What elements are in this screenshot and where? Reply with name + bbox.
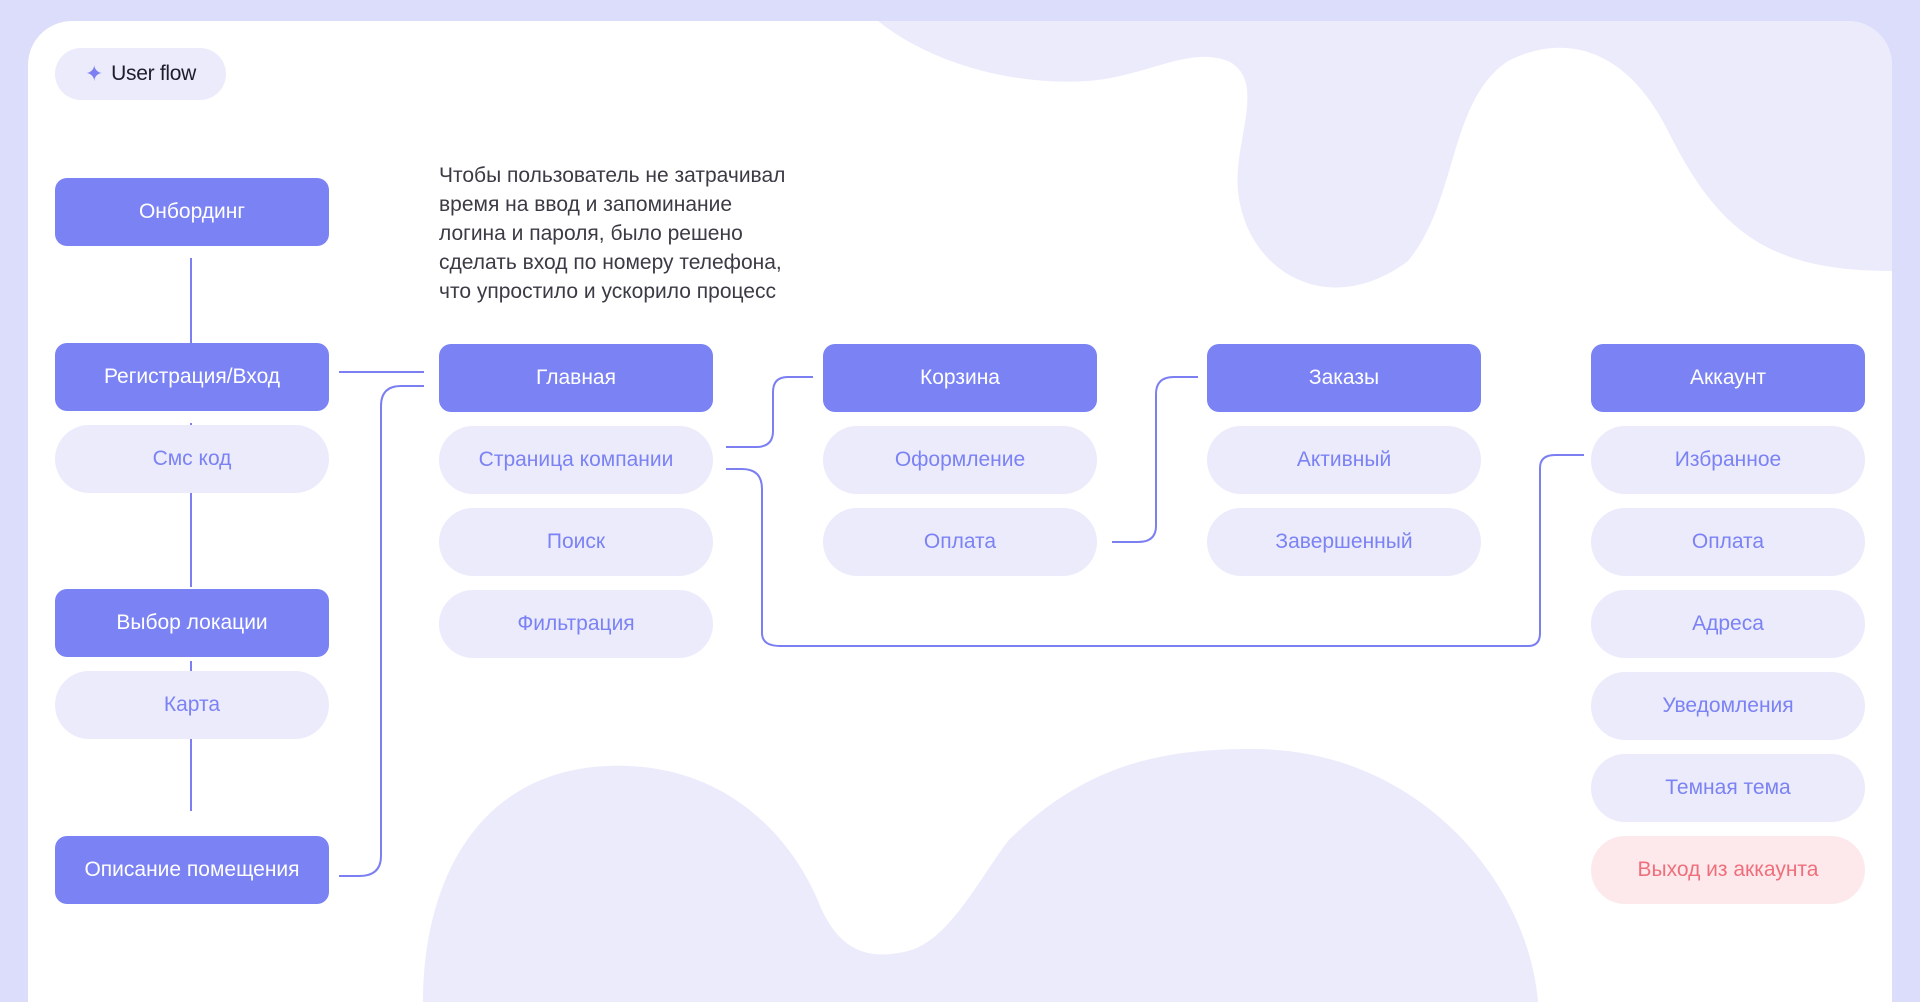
node-company-page[interactable]: Страница компании	[439, 426, 713, 494]
sparkle-icon: ✦	[85, 61, 104, 86]
node-addresses[interactable]: Адреса	[1591, 590, 1865, 658]
node-map[interactable]: Карта	[55, 671, 329, 739]
node-account[interactable]: Аккаунт	[1591, 344, 1865, 412]
node-cart[interactable]: Корзина	[823, 344, 1097, 412]
node-favorites[interactable]: Избранное	[1591, 426, 1865, 494]
diagram-canvas: ✦ User flow Чтобы пользователь не затрач…	[28, 21, 1892, 1002]
node-registration[interactable]: Регистрация/Вход	[55, 343, 329, 411]
node-filter[interactable]: Фильтрация	[439, 590, 713, 658]
node-onboarding[interactable]: Онбординг	[55, 178, 329, 246]
top-blob	[878, 21, 1892, 288]
node-logout[interactable]: Выход из аккаунта	[1591, 836, 1865, 904]
node-completed-order[interactable]: Завершенный	[1207, 508, 1481, 576]
bottom-left-blob	[423, 749, 1538, 1002]
node-checkout[interactable]: Оформление	[823, 426, 1097, 494]
node-description[interactable]: Описание помещения	[55, 836, 329, 904]
node-search[interactable]: Поиск	[439, 508, 713, 576]
node-main[interactable]: Главная	[439, 344, 713, 412]
node-cart-payment[interactable]: Оплата	[823, 508, 1097, 576]
node-active-order[interactable]: Активный	[1207, 426, 1481, 494]
node-notifications[interactable]: Уведомления	[1591, 672, 1865, 740]
node-dark-theme[interactable]: Темная тема	[1591, 754, 1865, 822]
node-orders[interactable]: Заказы	[1207, 344, 1481, 412]
annotation-note: Чтобы пользователь не затрачивал время н…	[439, 164, 786, 303]
node-location[interactable]: Выбор локации	[55, 589, 329, 657]
user-flow-chip: ✦ User flow	[55, 48, 226, 100]
node-sms-code[interactable]: Смс код	[55, 425, 329, 493]
user-flow-chip-label: User flow	[111, 62, 196, 85]
background-blobs	[423, 21, 1892, 1002]
node-account-payment[interactable]: Оплата	[1591, 508, 1865, 576]
